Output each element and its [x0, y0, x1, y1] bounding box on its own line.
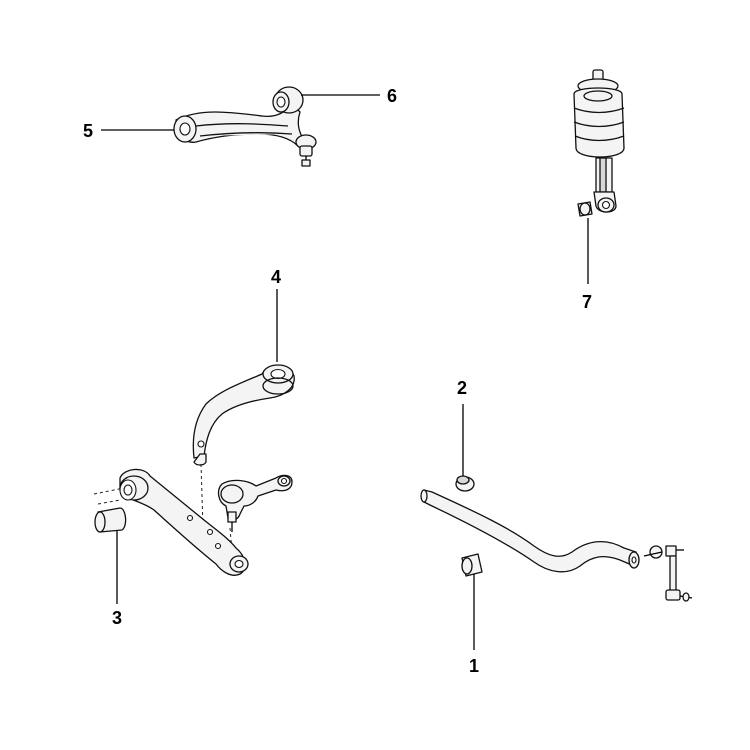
callout-3: 3: [112, 608, 123, 628]
lower-rear-arm: [94, 468, 249, 576]
callout-5: 5: [83, 121, 94, 141]
callout-6: 6: [387, 86, 398, 106]
air-strut: [573, 69, 625, 217]
callout-1: 1: [469, 656, 480, 676]
callout-7: 7: [582, 292, 593, 312]
lower-front-arm: [192, 364, 295, 466]
callout-4: 4: [271, 267, 282, 287]
callout-2: 2: [457, 378, 468, 398]
upper-control-arm: [173, 86, 317, 167]
stabilizer-bar: [420, 475, 693, 602]
ball-joint-bracket: [217, 474, 293, 532]
